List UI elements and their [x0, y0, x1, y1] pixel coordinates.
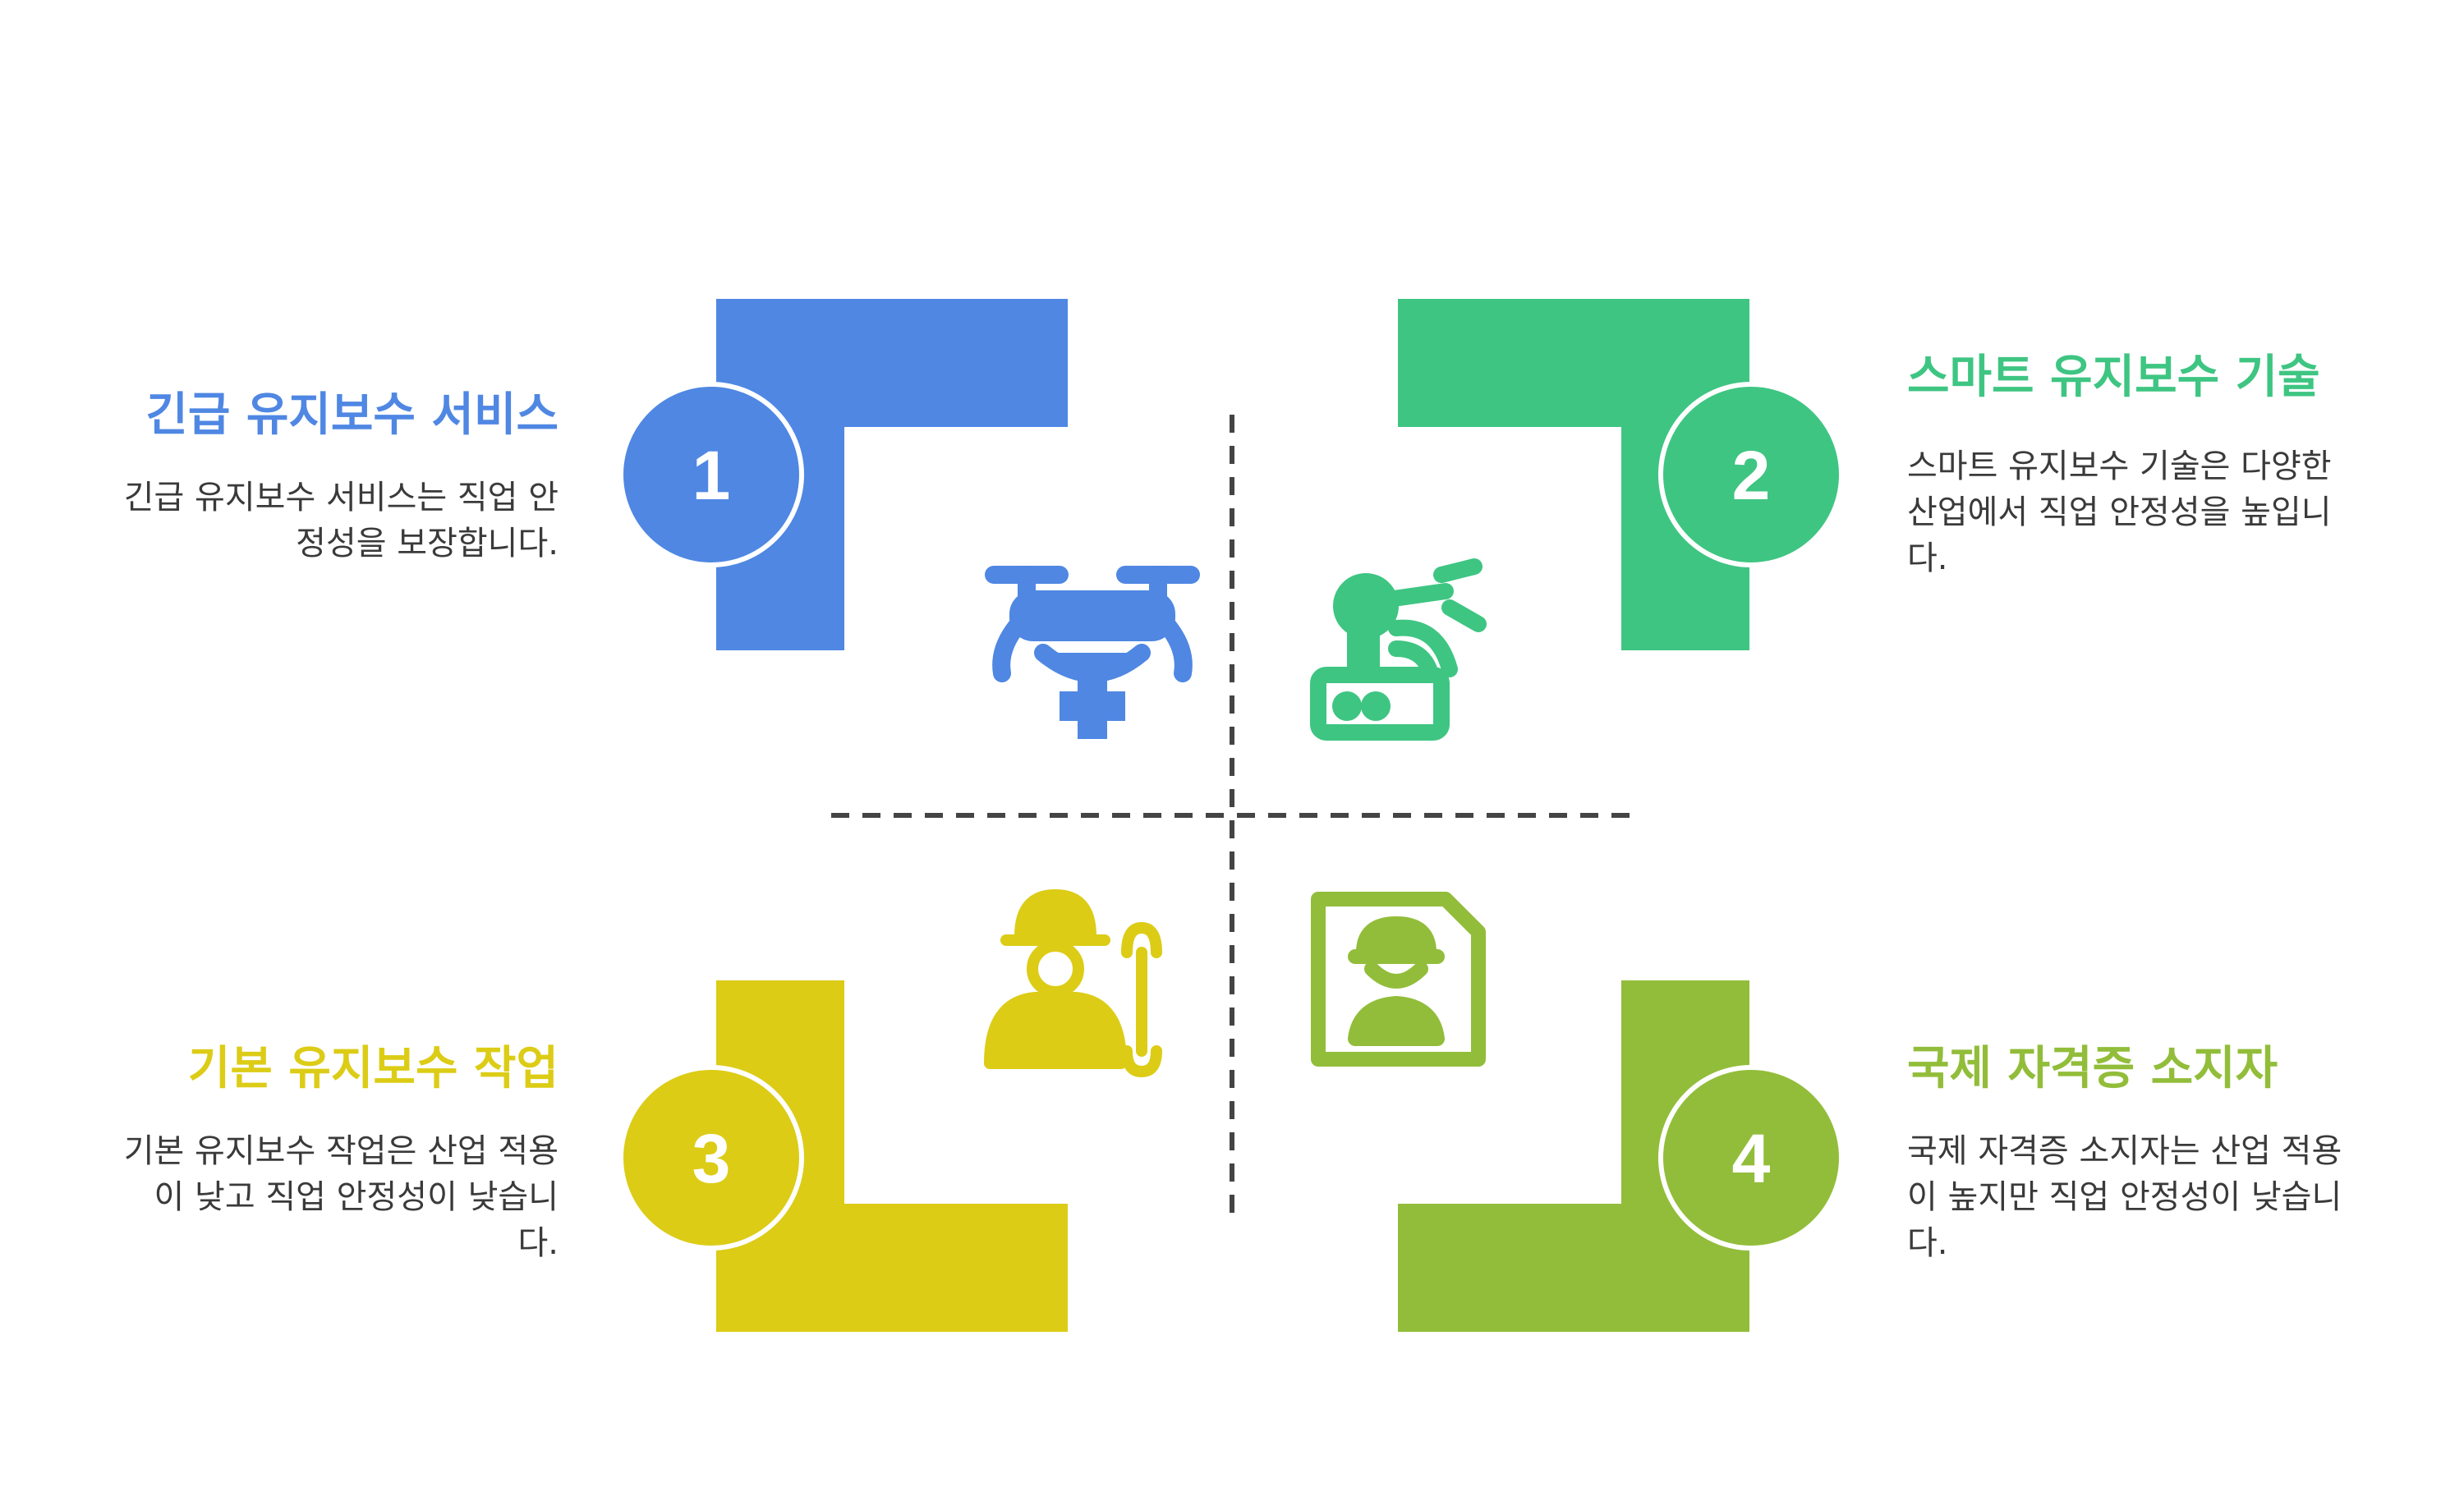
item-1-title: 긴급 유지보수 서비스: [145, 388, 559, 442]
worker-wrench-icon: [984, 889, 1162, 1077]
number-badge-2: 2: [1658, 382, 1844, 567]
quadrant-1-bracket: [716, 299, 1068, 650]
quadrant-3-bracket: [716, 980, 1068, 1332]
item-1-description: 긴급 유지보수 서비스는 직업 안정성을 보장합니다.: [123, 479, 559, 562]
item-3-title: 기본 유지보수 작업: [187, 1042, 559, 1095]
number-badge-3: 3: [618, 1065, 804, 1251]
item-3-description: 기본 유지보수 작업은 산업 적용이 낮고 직업 안정성이 낮습니다.: [123, 1132, 559, 1262]
number-badge-1: 1: [618, 382, 804, 567]
robot-arm-wrench-icon: [1310, 558, 1487, 741]
number-badge-4: 4: [1658, 1065, 1844, 1251]
item-4-title: 국제 자격증 소지자: [1907, 1042, 2278, 1095]
quadrant-4-bracket: [1398, 980, 1749, 1332]
drone-medical-icon: [985, 566, 1200, 739]
quadrant-2-bracket: [1398, 299, 1749, 650]
item-4-description: 국제 자격증 소지자는 산업 적용이 높지만 직업 안정성이 낮습니다.: [1907, 1132, 2342, 1262]
item-2-description: 스마트 유지보수 기술은 다양한 산업에서 직업 안정성을 높입니다.: [1907, 447, 2332, 577]
number-1-text: 1: [692, 437, 731, 514]
number-4-text: 4: [1732, 1120, 1771, 1197]
number-2-text: 2: [1732, 437, 1771, 514]
number-3-text: 3: [692, 1120, 731, 1197]
item-2-title: 스마트 유지보수 기술: [1907, 351, 2320, 404]
certified-worker-id-icon: [1311, 892, 1486, 1067]
